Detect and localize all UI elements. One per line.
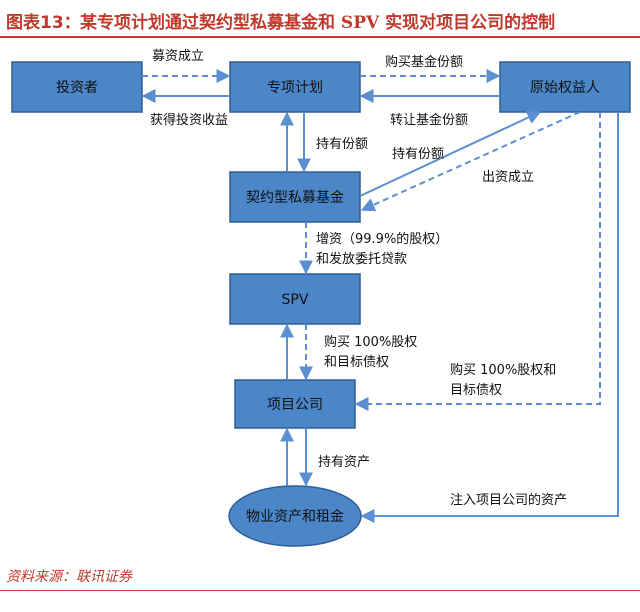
- node-special-plan: 专项计划: [229, 61, 361, 113]
- label-buy-equity-2: 和目标债权: [324, 354, 389, 370]
- label-increase-capital-1: 增资（99.9%的股权）: [316, 231, 448, 247]
- node-project-company-label: 项目公司: [267, 397, 323, 413]
- node-private-fund: 契约型私募基金: [229, 171, 361, 223]
- node-original-owner-label: 原始权益人: [530, 80, 600, 96]
- node-special-plan-label: 专项计划: [267, 80, 323, 96]
- label-buy-equity-owner-2: 目标债权: [450, 382, 502, 398]
- node-original-owner: 原始权益人: [499, 61, 631, 113]
- label-hold-assets: 持有资产: [318, 455, 370, 470]
- arrow-fund-to-owner: [359, 110, 542, 197]
- node-project-company: 项目公司: [234, 379, 356, 429]
- figure-title: 某专项计划通过契约型私募基金和 SPV 实现对项目公司的控制: [80, 13, 556, 33]
- node-property-label: 物业资产和租金: [246, 509, 344, 525]
- node-spv-label: SPV: [282, 292, 309, 308]
- node-property: 物业资产和租金: [228, 485, 362, 547]
- label-hold-share-2: 持有份额: [392, 147, 444, 162]
- arrow-owner-to-property: [360, 112, 619, 523]
- figure-label: 图表13：: [6, 13, 81, 33]
- label-transfer-fund-share: 转让基金份额: [390, 112, 468, 128]
- title-bar: 图表13： 某专项计划通过契约型私募基金和 SPV 实现对项目公司的控制: [0, 0, 640, 40]
- label-hold-share-1: 持有份额: [316, 137, 368, 152]
- title-divider: [0, 36, 640, 38]
- node-private-fund-label: 契约型私募基金: [246, 189, 344, 206]
- node-investor-label: 投资者: [56, 80, 98, 96]
- label-buy-fund-share: 购买基金份额: [385, 54, 463, 70]
- label-increase-capital-2: 和发放委托贷款: [316, 251, 407, 267]
- node-investor: 投资者: [11, 61, 143, 113]
- arrow-owner-to-company: [354, 112, 601, 411]
- source-note: 资料来源：联讯证券: [6, 569, 132, 585]
- node-spv: SPV: [229, 273, 361, 325]
- label-returns: 获得投资收益: [150, 112, 228, 128]
- label-contribute: 出资成立: [482, 170, 534, 185]
- label-inject-assets: 注入项目公司的资产: [450, 492, 567, 508]
- label-buy-equity-1: 购买 100%股权: [324, 334, 417, 350]
- label-fundraise: 募资成立: [152, 49, 204, 64]
- label-buy-equity-owner-1: 购买 100%股权和: [450, 362, 556, 378]
- bottom-divider: [0, 590, 640, 591]
